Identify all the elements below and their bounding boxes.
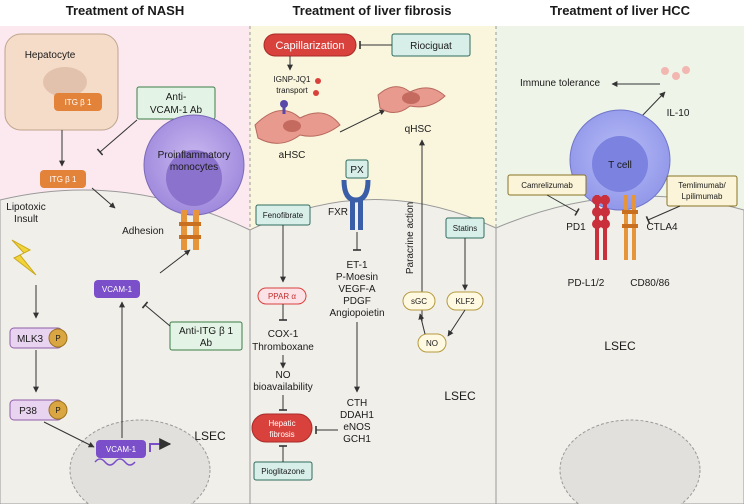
no-pill (417, 333, 447, 353)
pdl1-label: PD-L1/2 (568, 278, 605, 289)
ppar-pill (257, 287, 307, 305)
hepatocyte: Hepatocyte ITG β 1 (4, 33, 119, 131)
thromboxane-label: Thromboxane (252, 342, 314, 353)
no-label: NO (426, 339, 438, 348)
anti-itg-text-1: Anti-ITG β 1 (179, 326, 234, 337)
qhsc-label: qHSC (405, 124, 432, 135)
lipotoxic-text-1: Lipotoxic (6, 202, 45, 213)
p38-label: P38 (19, 406, 37, 417)
transcription-arrow (149, 438, 172, 452)
nash-title: Treatment of NASH (66, 3, 184, 18)
mlk3-label: MLK3 (17, 334, 44, 345)
dna-icon (94, 458, 136, 466)
paracrine-label: Paracrine action (405, 202, 416, 274)
target-up-3: eNOS (343, 422, 371, 433)
monocytes-text-2: monocytes (170, 162, 218, 173)
pioglitazone-label: Pioglitazone (261, 467, 305, 476)
ignp-text-2: transport (276, 86, 308, 95)
fibrosis-title: Treatment of liver fibrosis (293, 3, 452, 18)
target-up-2: DDAH1 (340, 410, 374, 421)
il10-molecule-icon (672, 72, 680, 80)
px-label: PX (350, 165, 364, 176)
il10-label: IL-10 (667, 108, 690, 119)
pd1-label: PD1 (566, 222, 586, 233)
nanoparticle-icon (313, 90, 319, 96)
temli-text-1: Temlimumab/ (678, 181, 726, 190)
target-up-4: GCH1 (343, 434, 371, 445)
hcc-lsec-label: LSEC (604, 339, 636, 353)
target-down-1: ET-1 (346, 260, 368, 271)
phospho-icon (48, 328, 68, 348)
riociguat-label: Riociguat (410, 41, 452, 52)
sgc-label: sGC (411, 297, 427, 306)
nash-lsec-label: LSEC (194, 429, 226, 443)
fxr-label: FXR (328, 207, 348, 218)
vcam1-gene-box (96, 440, 146, 458)
itg-in-cell-label: ITG β 1 (65, 98, 92, 107)
ctla4-label: CTLA4 (646, 222, 678, 233)
phospho-label-2: P (55, 406, 60, 415)
capillarization-pill (263, 33, 357, 57)
no-bio-text-2: bioavailability (253, 382, 312, 393)
no-bio-text-1: NO (276, 370, 291, 381)
fibrosis-lsec-label: LSEC (444, 389, 476, 403)
target-down-5: Angiopoietin (329, 308, 384, 319)
lipotoxic-text-2: Insult (14, 214, 38, 225)
itg-label: ITG β 1 (50, 175, 77, 184)
anti-itg-text-2: Ab (200, 338, 213, 349)
vcam1-gene-label: VCAM-1 (106, 445, 137, 454)
integrin-receptor (179, 210, 201, 250)
hepatic-text-2: fibrosis (269, 430, 294, 439)
hcc-title: Treatment of liver HCC (550, 3, 691, 18)
capillarization-label: Capillarization (275, 40, 344, 52)
ctla4-receptor (622, 195, 638, 260)
anti-vcam-text-2: VCAM-1 Ab (150, 105, 203, 116)
lightning-icon (11, 239, 37, 276)
vcam1-box (94, 280, 140, 298)
activated-hsc (254, 100, 341, 144)
anti-itg-box (169, 321, 243, 351)
monocytes-text-1: Proinflammatory (158, 150, 231, 161)
proinflammatory-monocyte: Proinflammatory monocytes (143, 114, 245, 216)
il10-molecule-icon (682, 66, 690, 74)
px-box (345, 159, 369, 179)
hepatic-text-1: Hepatic (268, 419, 295, 428)
target-down-3: VEGF-A (338, 284, 376, 295)
temli-text-2: Lpilimumab (682, 192, 723, 201)
il10-molecule-icon (661, 67, 669, 75)
klf2-label: KLF2 (455, 297, 475, 306)
adhesion-label: Adhesion (122, 226, 164, 237)
fxr-receptor (341, 179, 371, 230)
immune-tolerance-label: Immune tolerance (520, 78, 600, 89)
vcam1-label: VCAM-1 (102, 285, 133, 294)
target-down-2: P-Moesin (336, 272, 378, 283)
target-down-4: PDGF (343, 296, 371, 307)
sgc-pill (402, 291, 436, 311)
ignp-text-1: IGNP-JQ1 (274, 75, 311, 84)
t-cell (569, 109, 671, 211)
ppar-label: PPAR α (268, 292, 296, 301)
cd80-label: CD80/86 (630, 278, 670, 289)
temlimumab-box (666, 175, 738, 207)
hepatocyte-label: Hepatocyte (25, 50, 76, 61)
tcell-label: T cell (608, 160, 632, 171)
target-up-1: CTH (347, 398, 368, 409)
phospho-icon (48, 400, 68, 420)
ahsc-label: aHSC (279, 150, 306, 161)
hepatic-fibrosis-pill (251, 413, 313, 443)
cox1-label: COX-1 (268, 329, 299, 340)
statins-label: Statins (453, 224, 477, 233)
camrelizumab-label: Camrelizumab (521, 181, 573, 190)
hcc-nucleus (559, 419, 701, 504)
header-band (0, 0, 744, 26)
nanoparticle-icon (315, 78, 321, 84)
fenofibrate-label: Fenofibrate (263, 211, 304, 220)
itg-box (40, 170, 86, 188)
pd1-receptor (592, 195, 610, 260)
quiescent-hsc (377, 86, 446, 113)
phospho-label-1: P (55, 334, 60, 343)
anti-vcam-text-1: Anti- (166, 92, 187, 103)
